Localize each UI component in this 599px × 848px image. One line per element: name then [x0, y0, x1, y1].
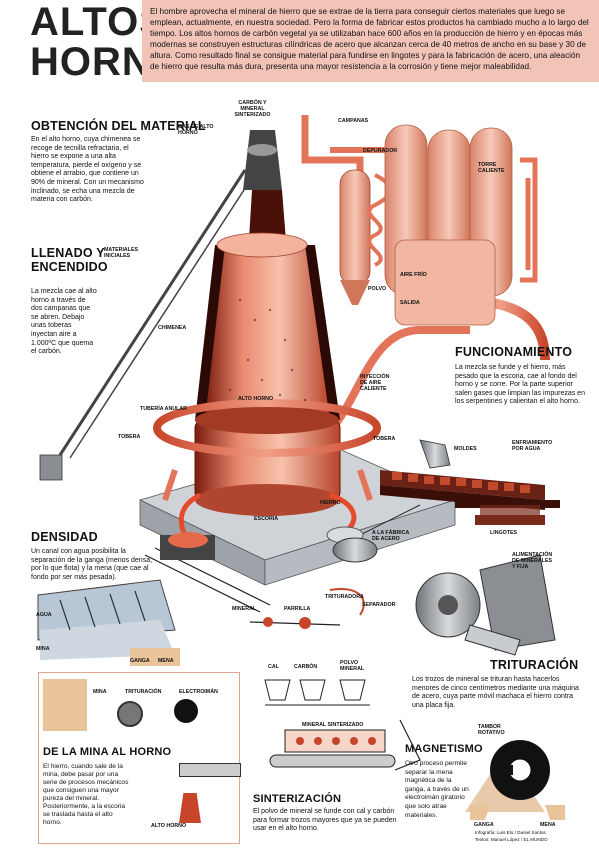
label-aire-frio: AIRE FRÍO	[400, 272, 427, 278]
blast-furnace-illustration	[37, 115, 565, 820]
label-ganga-d: GANGA	[130, 658, 150, 664]
label-escoria: ESCORIA	[254, 516, 279, 522]
label-moldes: MOLDES	[454, 446, 477, 452]
crusher-icon	[117, 701, 143, 727]
label-agua: AGUA	[36, 612, 52, 618]
mina-heading: DE LA MINA AL HORNO	[43, 746, 172, 758]
funcionamiento-heading: FUNCIONAMIENTO	[455, 345, 573, 359]
label-trituradora: TRITURADORA	[325, 594, 364, 600]
label-inyeccion: INYECCIÓN DE AIRE CALIENTE	[360, 374, 390, 392]
label-ganga-m: GANGA	[474, 822, 494, 828]
label-campanas: CAMPANAS	[338, 118, 369, 124]
densidad-text: Un canal con agua posibilita la separaci…	[31, 548, 153, 581]
label-mineral-final: MINERAL SINTERIZADO	[302, 722, 364, 728]
label-depurador: DEPURADOR	[363, 148, 398, 154]
magnet-icon	[174, 699, 198, 723]
obtencion-heading: OBTENCIÓN DEL MATERIAL	[31, 119, 206, 133]
label-mineral: MINERAL	[232, 606, 257, 612]
label-hierro: HIERRO	[320, 500, 341, 506]
label-enfriamiento: ENFRIAMIENTO POR AGUA	[512, 440, 553, 452]
trituracion-text: Los trozos de mineral se trituran hasta …	[412, 676, 579, 709]
magnetismo-heading: MAGNETISMO	[405, 743, 483, 755]
inset-label-trituracion: TRITURACIÓN	[125, 689, 162, 695]
trituracion-heading: TRITURACIÓN	[490, 658, 579, 672]
label-mina: MINA	[36, 646, 50, 652]
sinterizacion-text: El polvo de mineral se funde con cal y c…	[253, 808, 397, 833]
label-polvo-mineral: POLVO MINERAL	[340, 660, 365, 672]
label-fabrica: A LA FÁBRICA DE ACERO	[372, 530, 410, 542]
sinterizacion-heading: SINTERIZACIÓN	[253, 793, 342, 805]
label-salida: SALIDA	[400, 300, 420, 306]
mine-scene	[43, 679, 87, 731]
label-tobera-right: TOBERA	[373, 436, 396, 442]
inset-label-alto-horno: ALTO HORNO	[151, 823, 187, 829]
label-tobera-left: TOBERA	[118, 434, 141, 440]
label-cal: CAL	[268, 664, 279, 670]
label-carbon: CARBÓN Y MINERAL SINTERIZADO	[234, 100, 271, 118]
credit-graphic: Infografía: Luis Elo / Daniel Santos	[475, 830, 546, 835]
label-alim-trit: ALIMENTACIÓN DE MINERALES Y FIJA	[512, 552, 553, 570]
label-polvo: POLVO	[368, 286, 387, 292]
label-tambor: TAMBOR ROTATIVO	[478, 724, 505, 736]
funcionamiento-text: La mezcla se funde y el hierro, más pesa…	[455, 364, 585, 406]
label-mena-d: MENA	[158, 658, 174, 664]
inset-label-mina: MINA	[93, 689, 107, 695]
label-lingotes: LINGOTES	[490, 530, 518, 536]
magnetismo-text: Otro proceso permite separar la mena mag…	[405, 760, 469, 819]
obtencion-text: En el alto horno, cuya chimenea se recog…	[31, 136, 144, 204]
densidad-heading: DENSIDAD	[31, 530, 98, 544]
label-parrilla: PARRILLA	[284, 606, 311, 612]
sinter-icon	[179, 763, 241, 777]
furnace-icon	[179, 793, 201, 823]
label-tuberia: TUBERÍA ANULAR	[140, 406, 187, 412]
label-carbon-s: CARBÓN	[294, 664, 318, 670]
mina-text: El hierro, cuando sale de la mina, debe …	[43, 763, 129, 826]
llenado-heading: LLENADO Y ENCENDIDO	[31, 246, 141, 274]
label-chimenea: CHIMENEA	[158, 325, 187, 331]
mina-inset: MINA TRITURACIÓN ELECTROIMÁN ALTO HORNO …	[38, 672, 241, 844]
label-separador: SEPARADOR	[362, 602, 396, 608]
label-gas: GAS DE ALTO HORNO	[178, 124, 214, 136]
llenado-heading-line-1: LLENADO Y	[31, 246, 105, 260]
credit-text: Textos: Manuel López / EL MUNDO	[475, 837, 548, 842]
label-torre: TORRE CALIENTE	[478, 162, 505, 174]
llenado-heading-line-2: ENCENDIDO	[31, 260, 108, 274]
inset-label-electroiman: ELECTROIMÁN	[179, 689, 218, 695]
llenado-text: La mezcla cae al alto horno a través de …	[31, 288, 97, 356]
label-alto-horno: ALTO HORNO	[238, 396, 274, 402]
label-material-inicial: MATERIALES INICIALES	[104, 247, 139, 259]
intro-text: El hombre aprovecha el mineral de hierro…	[142, 0, 599, 82]
label-mena-m: MENA	[540, 822, 556, 828]
